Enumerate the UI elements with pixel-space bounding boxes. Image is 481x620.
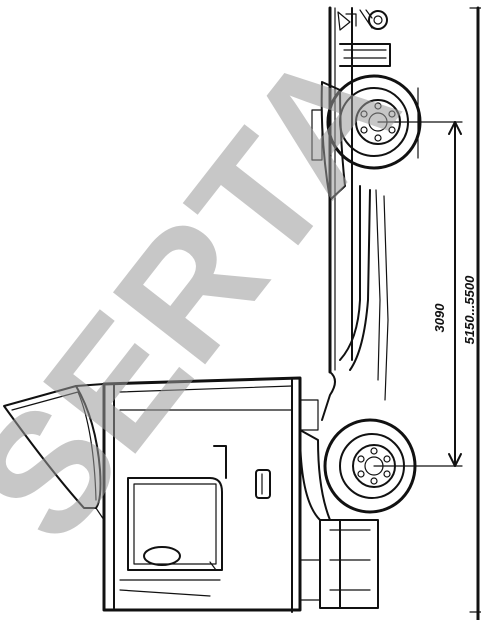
cab [102,376,319,613]
dimension-labels: 3090 5150...5500 [432,275,477,344]
rear-fittings [337,9,391,67]
body-side [321,185,389,421]
truck-outline [3,6,480,620]
front-end [299,429,379,609]
door-handle [255,469,271,499]
dimension-lines [373,7,481,613]
door-window [127,445,227,571]
interior-detail [119,546,221,597]
wheelbase-label: 3090 [432,303,447,333]
watermark-text: SERTA [0,14,435,575]
overall-length-label: 5150...5500 [462,275,477,344]
open-hood [3,383,105,521]
watermark: SERTA [0,14,435,575]
